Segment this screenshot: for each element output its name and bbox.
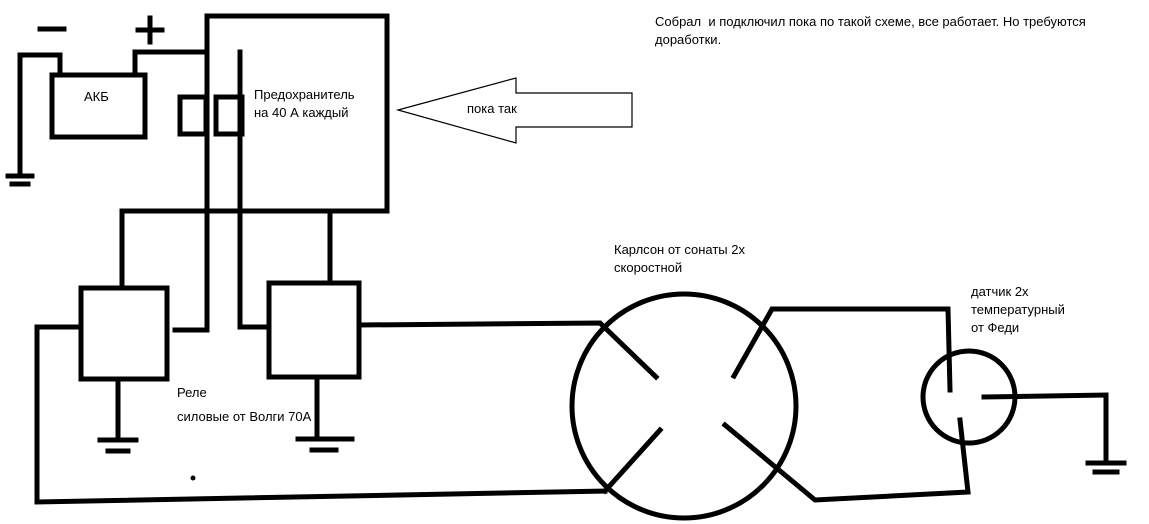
battery-ground-wire — [5, 52, 63, 187]
arrow-label: пока так — [467, 101, 517, 116]
battery-box — [49, 72, 148, 140]
relay-title-label: Реле — [177, 385, 207, 400]
fuse2-wire — [237, 49, 271, 330]
battery-positive-wire — [132, 49, 210, 78]
fan-motor — [569, 291, 799, 521]
fan-label: Карлсон от сонаты 2х скоростной — [614, 242, 745, 275]
fan-lead-2 — [730, 306, 953, 393]
sensor-ground-wire — [981, 392, 1109, 466]
relay-2 — [266, 280, 362, 380]
relay-1 — [78, 285, 170, 382]
fan-lead-3 — [721, 417, 971, 503]
sensor-label: датчик 2х температурный от Феди — [971, 284, 1065, 335]
relay-desc-label: силовые от Волги 70А — [177, 409, 312, 424]
relay2-output-wire — [356, 320, 660, 381]
fuse-1 — [177, 94, 209, 137]
fuse-label: Предохранитель на 40 А каждый — [254, 87, 355, 120]
stray-dot — [190, 475, 196, 481]
battery-label: АКБ — [84, 89, 109, 104]
note-text: Собрал и подключил пока по такой схеме, … — [655, 14, 1086, 47]
fuse1-wire — [172, 49, 210, 333]
arrow-shape — [395, 77, 633, 144]
relay1-output-wire — [34, 324, 608, 505]
fan-lead-1 — [601, 426, 664, 495]
fuse-block — [119, 13, 390, 291]
